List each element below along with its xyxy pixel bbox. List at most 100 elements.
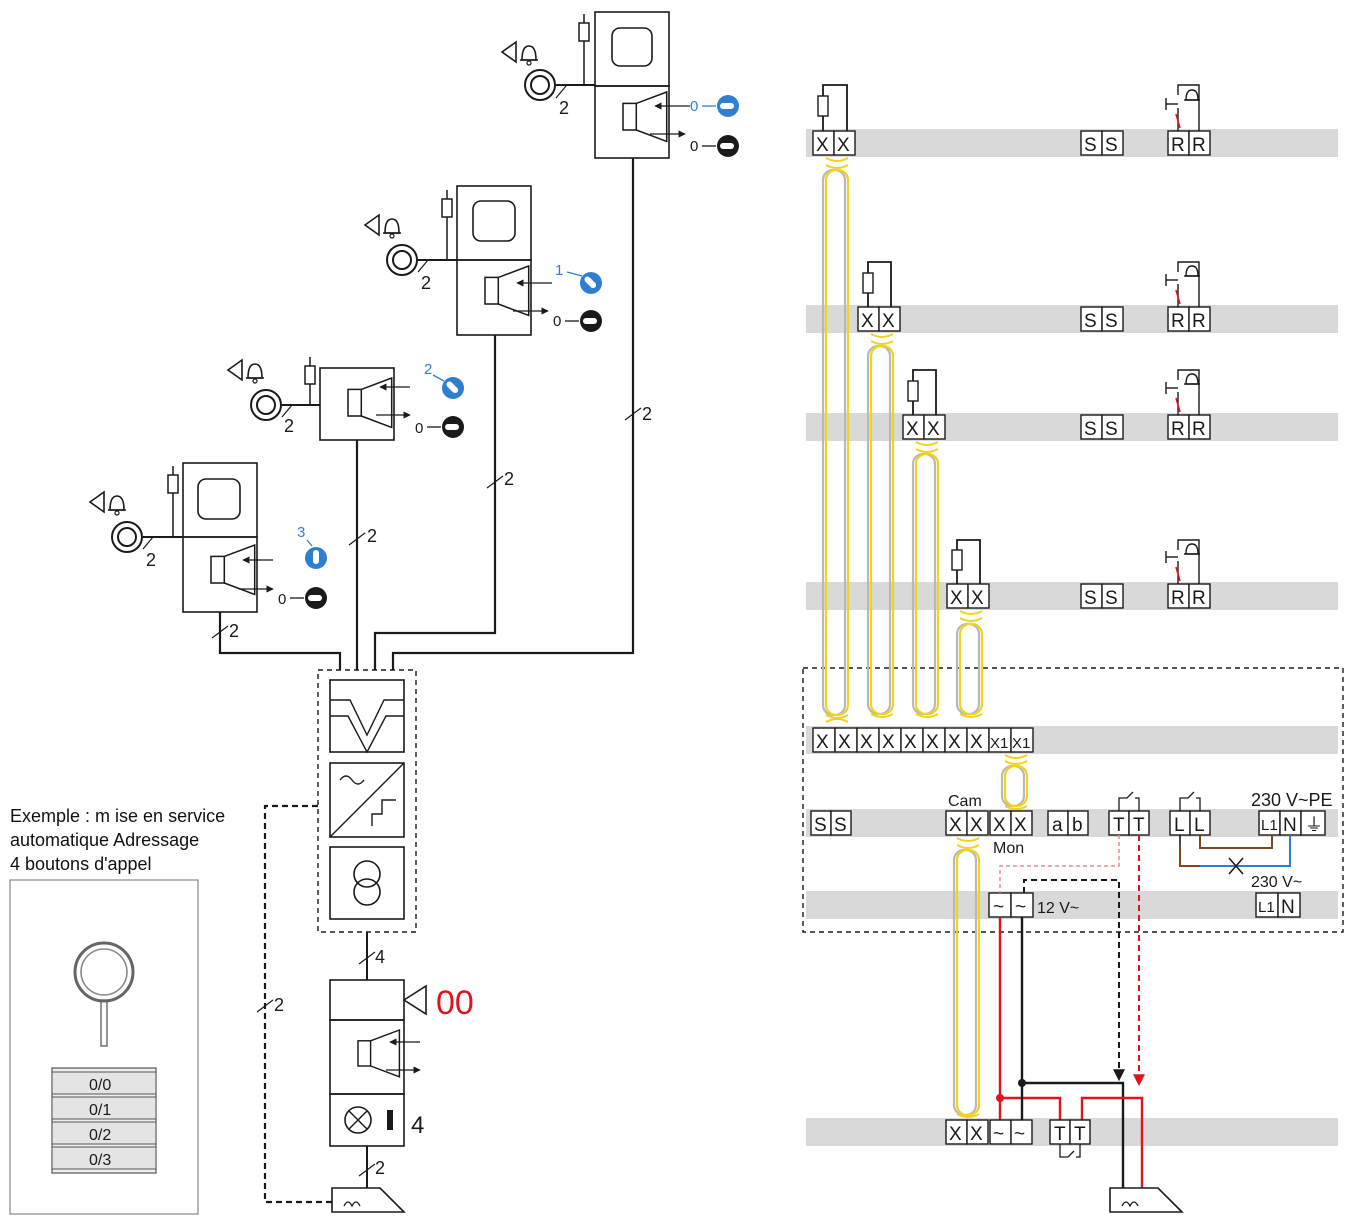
row-4 xyxy=(946,539,1211,609)
terminal-l1: L1 xyxy=(1261,817,1278,834)
speaker-icon xyxy=(483,264,530,317)
cable-label: 4 xyxy=(375,947,385,967)
terminal-x: X xyxy=(971,588,984,609)
terminal-r: R xyxy=(1192,135,1206,156)
bus-terminal: X1 xyxy=(1012,735,1030,752)
cable-label: 2 xyxy=(642,404,652,424)
row-3 xyxy=(902,369,1211,440)
right-labels: X X S S R R X X S S R R X X S S R R X X … xyxy=(814,135,1333,1145)
cam-label: Cam xyxy=(948,793,982,810)
right-diagram xyxy=(802,84,1344,1213)
voltage-pe-label: 230 V~PE xyxy=(1251,790,1333,810)
terminal-tilde: ~ xyxy=(1014,1124,1025,1145)
terminal-x: X xyxy=(970,815,983,836)
terminal-s: S xyxy=(1105,311,1118,332)
station-2-camera-box xyxy=(456,185,532,261)
terminal-n: N xyxy=(1281,897,1295,918)
ring-icon xyxy=(523,68,557,102)
terminal-x: X xyxy=(861,311,874,332)
screen-icon xyxy=(472,200,516,242)
terminal-s: S xyxy=(834,815,847,836)
terminal-l: L xyxy=(1174,815,1185,836)
monitor-top-box xyxy=(329,979,405,1021)
terminal-x: X xyxy=(950,588,963,609)
caption-line-2: automatique Adressage xyxy=(10,830,200,850)
terminal-x: X xyxy=(949,1124,962,1145)
terminal-t: T xyxy=(1074,1124,1086,1145)
button-address: 0 xyxy=(690,98,698,115)
lock-icon xyxy=(577,12,591,54)
terminal-r: R xyxy=(1171,311,1185,332)
cable-label: 2 xyxy=(146,550,156,570)
terminal-x: X xyxy=(993,815,1006,836)
terminal-tilde: ~ xyxy=(993,897,1004,918)
cable-label: 2 xyxy=(367,526,377,546)
push-button-icon xyxy=(442,416,464,438)
ring-icon xyxy=(110,520,144,554)
address-item: 0/1 xyxy=(89,1102,111,1119)
push-button-icon xyxy=(717,135,739,157)
bus-terminal: X xyxy=(838,732,851,753)
chime-icon xyxy=(331,1187,406,1213)
mon-label: Mon xyxy=(993,840,1024,857)
caption: Exemple : m ise en service automatique A… xyxy=(10,804,310,876)
left-diagram xyxy=(88,11,690,1213)
lock-icon xyxy=(166,464,180,506)
address-example-panel: 0/0 0/1 0/2 0/3 xyxy=(9,879,199,1215)
voltage-label: 230 V~ xyxy=(1251,874,1302,891)
cable-label: 2 xyxy=(559,98,569,118)
cable-label: 2 xyxy=(504,469,514,489)
speaker-icon xyxy=(346,376,393,429)
terminal-s: S xyxy=(1105,588,1118,609)
terminal-s: S xyxy=(1084,419,1097,440)
button-address: 3 xyxy=(297,524,305,541)
terminal-x: X xyxy=(882,311,895,332)
terminal-r: R xyxy=(1192,588,1206,609)
bell-icon xyxy=(88,490,128,517)
terminal-x: X xyxy=(927,419,940,440)
terminal-x: X xyxy=(949,815,962,836)
bell-icon xyxy=(363,213,403,240)
handset-button-count: 4 xyxy=(411,1112,424,1139)
terminal-r: R xyxy=(1171,135,1185,156)
main-terminal-row xyxy=(810,810,1326,918)
bus-terminal: X1 xyxy=(990,735,1008,752)
station-4-camera-box xyxy=(182,462,258,538)
terminal-tilde: ~ xyxy=(1015,897,1026,918)
bell-icon xyxy=(1183,373,1201,385)
terminal-n: N xyxy=(1283,815,1297,836)
bus-line-1 xyxy=(391,158,635,670)
button-address: 0 xyxy=(553,313,561,330)
push-button-icon xyxy=(437,372,469,404)
cable-label: 2 xyxy=(284,416,294,436)
transformer-icon xyxy=(329,846,405,920)
speaker-icon xyxy=(209,543,256,596)
terminal-t: T xyxy=(1054,1124,1066,1145)
bus-terminal: X xyxy=(926,732,939,753)
caption-line-1: Exemple : m ise en service xyxy=(10,806,226,826)
caption-line-3: 4 boutons d'appel xyxy=(10,854,152,874)
row-2 xyxy=(857,261,1211,332)
push-button-icon xyxy=(305,547,327,569)
bus-terminal: X xyxy=(904,732,917,753)
station-4-audio-box xyxy=(182,536,258,613)
control-unit-box xyxy=(317,669,417,933)
cable-label: 2 xyxy=(375,1158,385,1178)
terminal-x: X xyxy=(906,419,919,440)
station-2-audio-box xyxy=(456,259,532,336)
terminal-r: R xyxy=(1192,419,1206,440)
push-button-icon xyxy=(305,587,327,609)
station-1-camera-box xyxy=(594,11,670,87)
lock-icon xyxy=(303,355,317,397)
ring-icon xyxy=(385,243,419,277)
address-buttons: 0 0 1 0 2 0 3 0 xyxy=(278,95,739,609)
terminal-s: S xyxy=(1084,588,1097,609)
address-display: 00 xyxy=(436,984,474,1022)
chime-icon xyxy=(1109,1187,1184,1213)
station-3-audio-box xyxy=(319,367,395,441)
push-button-icon xyxy=(717,95,739,117)
terminal-t: T xyxy=(1133,815,1145,836)
bus-terminal: X xyxy=(948,732,961,753)
address-item: 0/2 xyxy=(89,1127,111,1144)
